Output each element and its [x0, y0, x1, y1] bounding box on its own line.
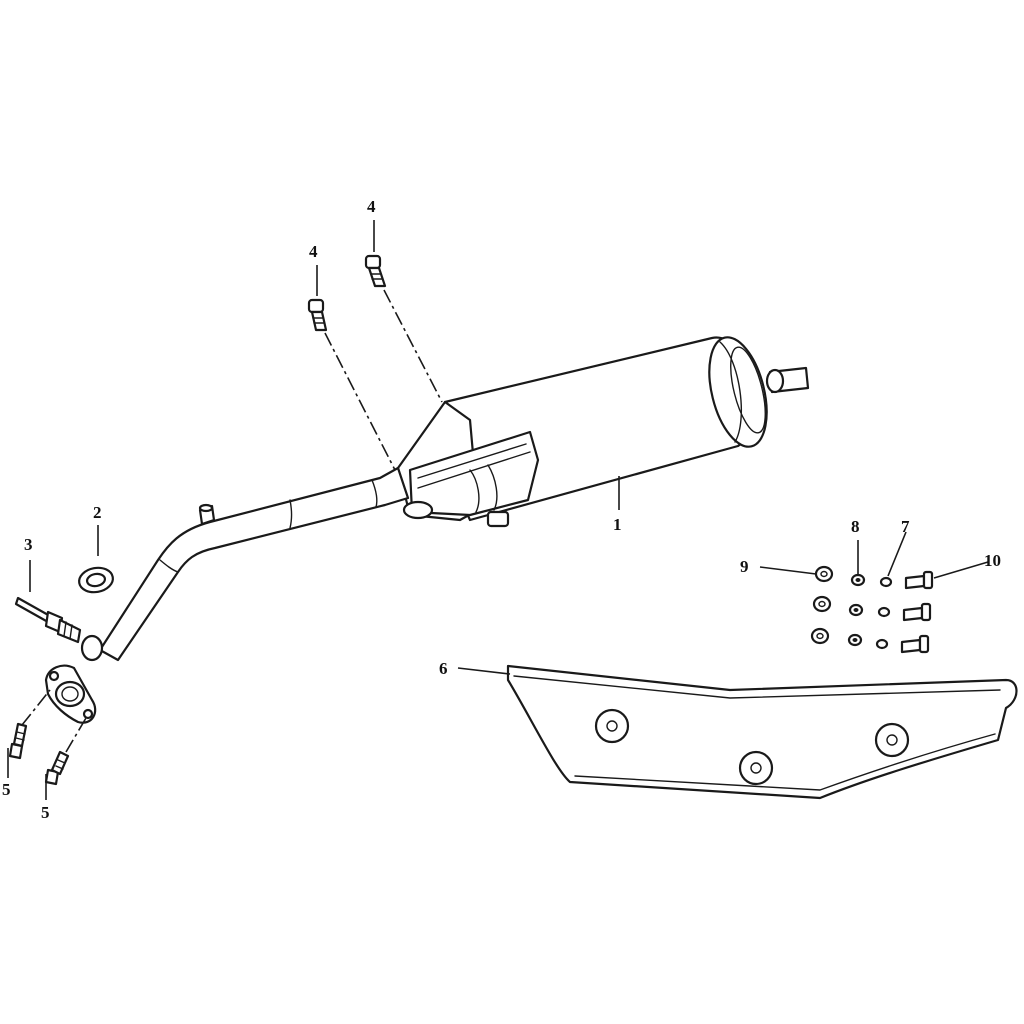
washer-large-set: [810, 565, 834, 645]
callout-2: 2: [93, 503, 102, 522]
callout-5-right: 5: [41, 803, 50, 822]
heat-shield: [506, 664, 1018, 800]
exhaust-flange: [44, 664, 97, 724]
callout-1: 1: [613, 515, 622, 534]
assembly-line-bolt-left: [324, 332, 396, 471]
callout-9: 9: [740, 557, 749, 576]
muffler: [396, 336, 810, 528]
callout-6: 6: [439, 659, 448, 678]
mount-bolt-left: [307, 298, 328, 332]
callout-5-left: 5: [2, 780, 11, 799]
flange-stud-left: [8, 722, 28, 760]
gasket: [78, 566, 114, 594]
callout-10: 10: [984, 551, 1001, 570]
callout-7: 7: [901, 517, 910, 536]
callout-8: 8: [851, 517, 860, 536]
assembly-line-bolt-right: [383, 289, 443, 403]
leader-lines: [7, 220, 989, 800]
assembly-line-stud-right: [65, 717, 87, 753]
flange-stud-right: [44, 750, 70, 786]
spring-washer-set: [847, 573, 866, 647]
header-pipe: [80, 466, 410, 662]
callout-3: 3: [24, 535, 33, 554]
oxygen-sensor: [14, 596, 82, 644]
flat-washer-small-set: [875, 576, 893, 650]
shield-bolt-set: [900, 570, 934, 654]
callout-4-left: 4: [309, 242, 318, 261]
mount-bolt-right: [364, 254, 387, 288]
callout-4-right: 4: [367, 197, 376, 216]
assembly-line-stud-left: [21, 689, 51, 726]
